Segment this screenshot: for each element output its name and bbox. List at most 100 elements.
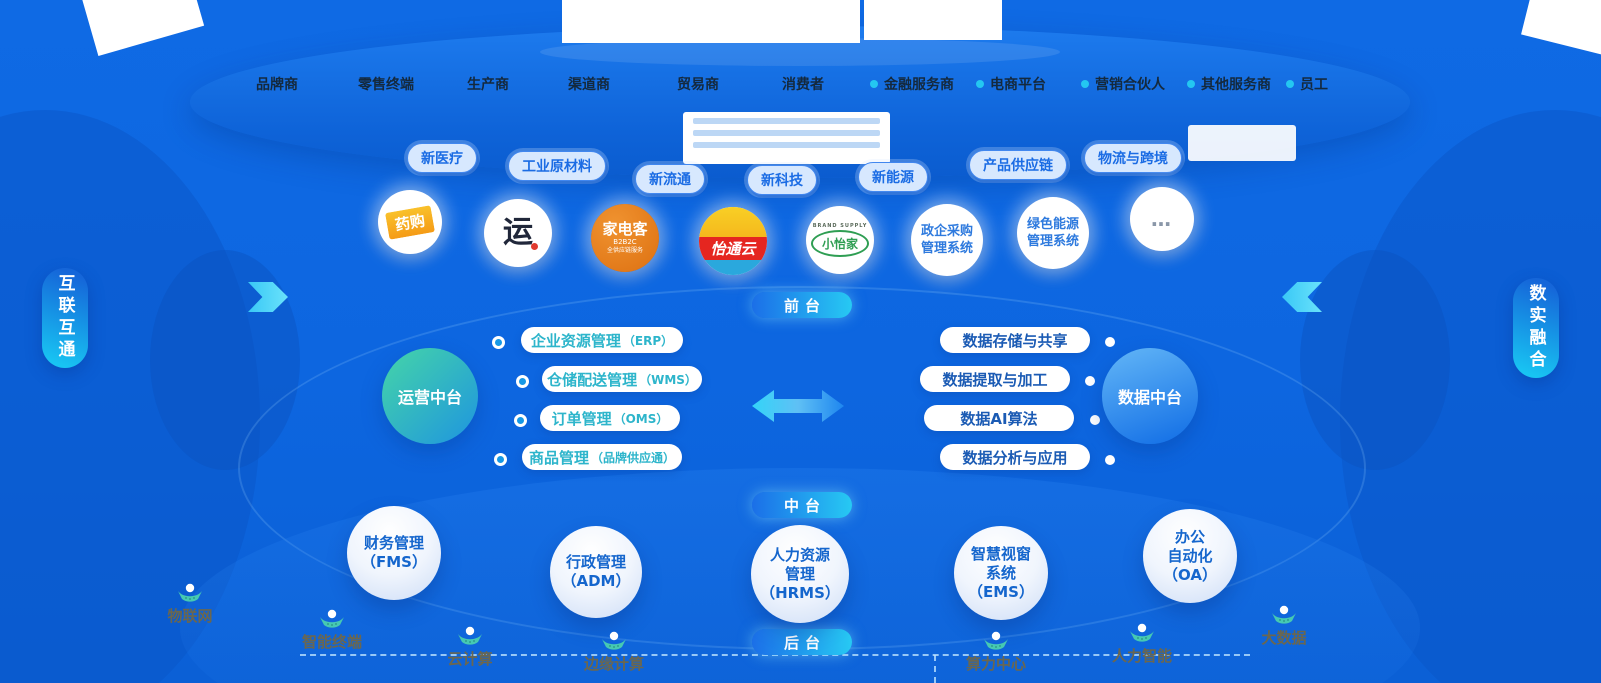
operation-item-pill: 企业资源管理（ERP） xyxy=(521,327,683,353)
infra-item-computing-center: 算力中心 xyxy=(960,631,1032,674)
product-logo-yaogou: 药购 xyxy=(378,190,442,254)
product-logo-gov-procurement: 政企采购 管理系统 xyxy=(911,204,983,276)
ai-icon xyxy=(1130,623,1154,642)
operation-item-code: （品牌供应通） xyxy=(591,450,676,465)
jiadianke-title: 家电客 xyxy=(602,220,648,238)
tier-badge-middle: 中台 xyxy=(752,492,852,518)
product-logo-yitongyun: 怡通云 xyxy=(699,207,767,275)
bullet-icon xyxy=(1286,80,1294,88)
stakeholder-label: 营销合伙人 xyxy=(1095,77,1165,93)
sector-pill: 新科技 xyxy=(747,165,817,195)
stakeholder-label: 渠道商 xyxy=(568,77,610,93)
infra-label: 云计算 xyxy=(447,650,493,668)
infra-item-ai: 人力智能 xyxy=(1106,623,1178,666)
operation-item-name: 企业资源管理 xyxy=(530,331,621,350)
sector-pill: 新流通 xyxy=(635,164,705,194)
sector-pill: 新能源 xyxy=(858,162,928,192)
stakeholder-label: 电商平台 xyxy=(990,77,1046,93)
side-label-left-text: 互联互通 xyxy=(54,274,75,362)
backoffice-circle-adm: 行政管理 （ADM） xyxy=(550,526,642,618)
ring-bullet-icon xyxy=(494,453,507,466)
data-center-circle: 数据中台 xyxy=(1102,348,1198,444)
backoffice-line: （EMS） xyxy=(968,582,1034,601)
infra-item-edge-computing: 边缘计算 xyxy=(578,631,650,674)
tier-badge-front: 前台 xyxy=(752,292,852,318)
infra-label: 物联网 xyxy=(167,607,213,625)
yaogou-badge: 药购 xyxy=(383,203,437,241)
backoffice-line: 智慧视窗 xyxy=(970,544,1031,563)
backoffice-line: 自动化 xyxy=(1167,546,1213,565)
stakeholder-item: 品牌商 xyxy=(256,74,298,94)
stakeholder-label: 其他服务商 xyxy=(1201,77,1271,93)
ellipsis-icon: … xyxy=(1151,207,1173,231)
operation-item-pill: 商品管理（品牌供应通） xyxy=(522,444,682,470)
stakeholder-item: 员工 xyxy=(1286,74,1328,94)
product-logo-green-energy: 绿色能源 管理系统 xyxy=(1017,197,1089,269)
gov-procure-line1: 政企采购 xyxy=(920,224,973,239)
operation-item-pill: 仓储配送管理（WMS） xyxy=(542,366,702,392)
dot-icon xyxy=(1090,415,1100,425)
backoffice-line: 系统 xyxy=(985,563,1016,582)
sector-pill: 新医疗 xyxy=(407,143,477,173)
stakeholder-item: 营销合伙人 xyxy=(1081,74,1165,94)
building-decor xyxy=(1188,125,1296,161)
red-dot-icon xyxy=(531,243,538,250)
infra-label: 大数据 xyxy=(1261,629,1307,647)
green-energy-line2: 管理系统 xyxy=(1026,234,1079,249)
backoffice-line: 行政管理 xyxy=(565,553,626,571)
ring-bullet-icon xyxy=(492,336,505,349)
jiadianke-sub2: 全供应链服务 xyxy=(606,247,643,254)
yun-glyph: 运 xyxy=(503,215,533,250)
stakeholder-item: 消费者 xyxy=(782,74,824,94)
backoffice-line: 办公 xyxy=(1174,527,1205,546)
stakeholder-label: 员工 xyxy=(1300,77,1328,93)
backoffice-circle-oa: 办公 自动化 （OA） xyxy=(1143,509,1237,603)
stakeholder-label: 贸易商 xyxy=(677,77,719,93)
ring-bullet-icon xyxy=(514,414,527,427)
bullet-icon xyxy=(976,80,984,88)
sector-pill: 物流与跨境 xyxy=(1084,143,1182,173)
operation-item-name: 仓储配送管理 xyxy=(547,370,638,389)
top-white-block-decor xyxy=(864,0,1002,40)
product-logo-more: … xyxy=(1130,187,1194,251)
infra-label: 智能终端 xyxy=(301,633,362,651)
stakeholder-item: 其他服务商 xyxy=(1187,74,1271,94)
back-tier-dashed-line xyxy=(300,654,1250,656)
vertical-dashed-line xyxy=(934,655,936,683)
side-label-right-text: 数实融合 xyxy=(1525,284,1546,372)
dot-icon xyxy=(1105,337,1115,347)
backoffice-line: 管理 xyxy=(784,564,815,583)
jiadianke-sub1: B2B2C xyxy=(613,238,637,246)
stakeholder-item: 贸易商 xyxy=(677,74,719,94)
infra-item-iot: 物联网 xyxy=(158,583,222,626)
bullet-icon xyxy=(870,80,878,88)
dot-icon xyxy=(1085,376,1095,386)
sector-pill: 产品供应链 xyxy=(969,150,1067,180)
stakeholder-label: 生产商 xyxy=(467,77,509,93)
stakeholder-label: 金融服务商 xyxy=(884,77,954,93)
sector-pill: 工业原材料 xyxy=(508,151,606,181)
infra-item-big-data: 大数据 xyxy=(1252,605,1316,648)
dot-icon xyxy=(1105,455,1115,465)
data-item-pill: 数据分析与应用 xyxy=(940,444,1090,470)
data-item-pill: 数据提取与加工 xyxy=(920,366,1070,392)
backoffice-line: （FMS） xyxy=(361,553,427,571)
backoffice-circle-hrms: 人力资源 管理 （HRMS） xyxy=(751,525,849,623)
stakeholder-item: 金融服务商 xyxy=(870,74,954,94)
operation-item-name: 订单管理 xyxy=(551,409,612,428)
stakeholder-label: 消费者 xyxy=(782,77,824,93)
side-label-right: 数实融合 xyxy=(1513,278,1559,378)
operation-item-pill: 订单管理（OMS） xyxy=(540,405,680,431)
red-segment: 怡通云 xyxy=(699,236,767,261)
backoffice-line: 财务管理 xyxy=(363,534,424,552)
backoffice-line: （ADM） xyxy=(561,572,631,590)
infra-item-cloud-computing: 云计算 xyxy=(438,626,502,669)
computing-center-icon xyxy=(984,631,1008,650)
backoffice-line: （HRMS） xyxy=(760,583,840,602)
xiaoyijia-label: 小怡家 xyxy=(810,230,869,257)
smart-terminal-icon xyxy=(320,609,344,628)
data-item-pill: 数据AI算法 xyxy=(924,405,1074,431)
xiaoyijia-arc-text: BRAND SUPPLY xyxy=(812,223,868,229)
product-logo-jiadianke: 家电客 B2B2C 全供应链服务 xyxy=(591,204,659,272)
tier-badge-back: 后台 xyxy=(752,629,852,655)
